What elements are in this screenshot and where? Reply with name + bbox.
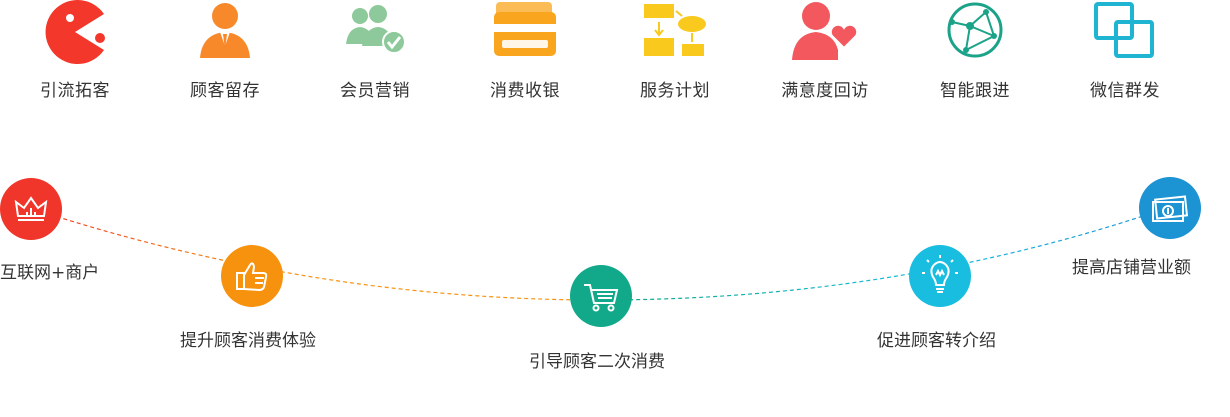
money-icon [1152,195,1189,222]
feature-smart-follow-up[interactable]: 智能跟进 [900,0,1050,101]
flow-node-improve-experience[interactable] [221,245,283,307]
feature-label: 引流拓客 [40,81,110,101]
feature-customer-retention[interactable]: 顾客留存 [150,0,300,101]
flow-label: 引导顾客二次消费 [529,352,665,372]
user-tie-icon [200,3,250,58]
feature-checkout[interactable]: 消费收银 [450,0,600,101]
flowchart-icon [644,4,706,56]
flow-node-internet-merchant[interactable] [0,178,62,240]
flow-node-repeat-purchase[interactable] [570,265,632,327]
feature-wechat-broadcast[interactable]: 微信群发 [1050,0,1200,101]
pacman-icon [45,0,105,64]
flow-node-referral[interactable] [909,245,971,307]
feature-lead-generation[interactable]: 引流拓客 [0,0,150,101]
feature-label: 智能跟进 [940,81,1010,101]
flow-label: 提高店铺营业额 [1072,258,1191,278]
flow-label: 互联网+商户 [0,263,100,283]
feature-member-marketing[interactable]: 会员营销 [300,0,450,101]
network-globe-icon [947,2,1003,58]
flow-label: 提升顾客消费体验 [180,331,316,351]
lightbulb-icon [922,255,958,293]
cart-icon [584,284,619,312]
feature-label: 会员营销 [340,81,410,101]
feature-label: 顾客留存 [190,81,260,101]
flow-node-increase-revenue[interactable] [1139,177,1201,239]
member-group-icon [346,5,406,54]
feature-label: 服务计划 [640,81,710,101]
feature-label: 满意度回访 [781,81,869,101]
crown-icon [14,196,48,221]
feature-label: 消费收银 [490,81,560,101]
card-icon [494,2,556,56]
flow-label: 促进顾客转介绍 [877,331,996,351]
feature-satisfaction-survey[interactable]: 满意度回访 [750,0,900,101]
feature-label: 微信群发 [1090,81,1160,101]
user-heart-icon [792,2,859,60]
thumbs-up-icon [236,262,268,292]
overlap-squares-icon [1094,2,1154,58]
feature-service-plan[interactable]: 服务计划 [600,0,750,101]
